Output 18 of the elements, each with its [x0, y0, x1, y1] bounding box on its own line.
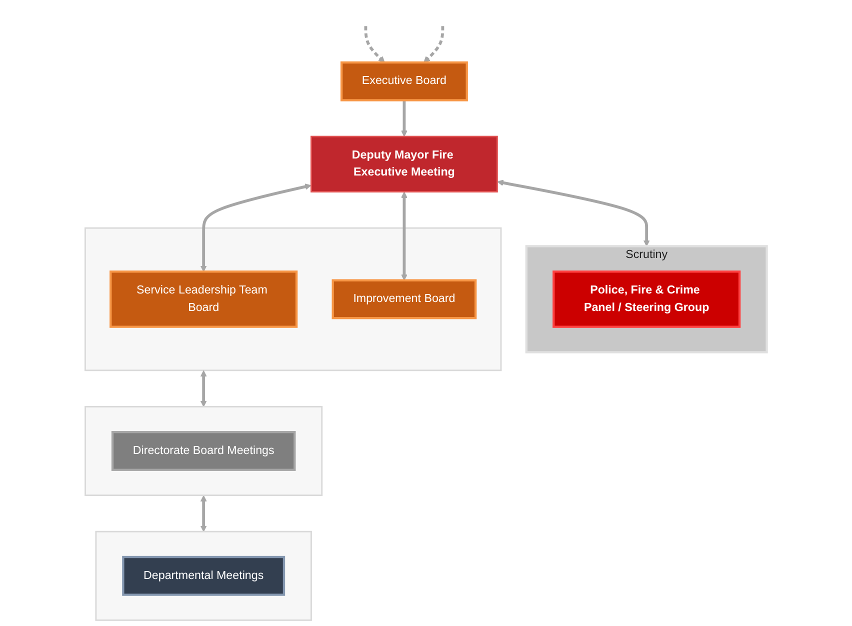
- arrow: [424, 26, 444, 63]
- cluster: [95, 530, 312, 621]
- arrow: [200, 184, 312, 272]
- cluster: [84, 406, 323, 496]
- arrow: [200, 370, 207, 407]
- node-box: Directorate Board Meetings: [111, 431, 296, 471]
- cluster: [84, 227, 502, 372]
- arrow: [364, 26, 385, 63]
- arrow: [401, 192, 408, 281]
- node-box: Service Leadership Team Board: [110, 270, 298, 328]
- arrow: [497, 180, 650, 246]
- node-box: Executive Board: [340, 61, 468, 102]
- node-box: Police, Fire & Crime Panel / Steering Group: [552, 270, 741, 328]
- arrow: [200, 495, 207, 532]
- node-box: Deputy Mayor Fire Executive Meeting: [310, 136, 498, 192]
- node-box: Improvement Board: [332, 279, 477, 320]
- node-box: Departmental Meetings: [122, 556, 286, 596]
- arrow: [401, 100, 408, 137]
